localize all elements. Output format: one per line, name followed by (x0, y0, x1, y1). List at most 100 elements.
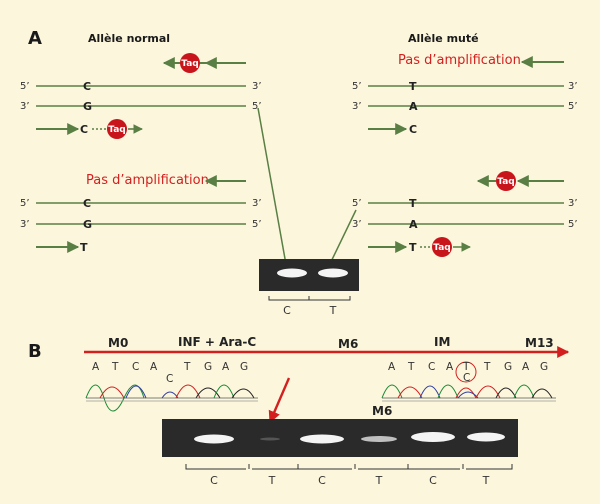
gel-b-lane-4: T (375, 474, 383, 487)
gel-panel-b: C T C T C T (162, 419, 518, 487)
svg-text:T: T (409, 80, 417, 93)
gel-b-lane-2: T (268, 474, 276, 487)
taq-polymerase-icon (496, 171, 516, 191)
svg-text:C: C (428, 361, 435, 373)
svg-text:C: C (83, 80, 91, 93)
svg-text:3’: 3’ (252, 81, 262, 92)
svg-text:5’: 5’ (252, 101, 262, 112)
timeline-m6: M6 (338, 337, 358, 351)
timeline-im: IM (434, 335, 450, 349)
svg-text:5’: 5’ (352, 198, 362, 209)
mutant-forward-primer-blocked: C (368, 123, 417, 136)
svg-text:T: T (80, 241, 88, 254)
svg-text:3’: 3’ (568, 198, 578, 209)
svg-text:Taq: Taq (108, 125, 126, 135)
panel-b-label: B (28, 341, 42, 362)
gel-b-band-4 (361, 436, 397, 442)
svg-text:Taq: Taq (433, 243, 451, 253)
mutant-duplex-2: 5’ 3’ T 3’ 5’ A (352, 197, 578, 231)
arrow-normal-to-gel (257, 107, 291, 271)
chromatogram-1: A T C A C T G A G (85, 361, 258, 412)
mutant-duplex-1: 5’ 3’ T 3’ 5’ A (352, 80, 578, 113)
gel-b-lane-5: C (429, 474, 437, 487)
chromatogram-2: A T C A T C T G A G (381, 361, 556, 402)
taq-polymerase-icon (107, 119, 127, 139)
normal-duplex-2: 5’ 3’ C 3’ 5’ G (20, 197, 262, 231)
gel-b-lane-1: C (210, 474, 218, 487)
panel-a-label: A (28, 28, 42, 49)
timeline-m13: M13 (525, 336, 554, 350)
svg-text:T: T (111, 361, 119, 373)
svg-text:3’: 3’ (20, 219, 30, 230)
gel-lane-label-c: C (283, 304, 291, 317)
taq-reverse-primer-mutant: Taq (476, 171, 564, 191)
timeline: M0 INF + Ara-C M6 IM M13 (84, 335, 570, 358)
timeline-m0: M0 (108, 336, 128, 350)
normal-no-amplification: Pas d’amplification (86, 173, 246, 188)
normal-duplex-1: 5’ 3’ C 3’ 5’ G (20, 80, 262, 113)
gel-band-c (277, 268, 307, 278)
svg-text:A: A (388, 361, 396, 373)
svg-text:3’: 3’ (568, 81, 578, 92)
svg-text:3’: 3’ (352, 101, 362, 112)
svg-text:G: G (540, 361, 548, 373)
svg-text:T: T (409, 197, 417, 210)
svg-text:C: C (80, 123, 88, 136)
gel-panel-a: C T (259, 259, 359, 317)
svg-text:A: A (409, 218, 418, 231)
svg-text:5’: 5’ (20, 198, 30, 209)
normal-allele-header: Allèle normal (88, 32, 170, 45)
svg-text:T: T (407, 361, 415, 373)
gel-b-band-3 (300, 434, 344, 444)
svg-text:T: T (409, 241, 417, 254)
mutant-forward-primer-extending: T Taq (368, 237, 471, 257)
svg-text:C: C (132, 361, 139, 373)
svg-text:G: G (240, 361, 248, 373)
svg-text:A: A (92, 361, 100, 373)
taq-polymerase-icon (180, 53, 200, 73)
svg-text:3’: 3’ (352, 219, 362, 230)
svg-text:C: C (463, 372, 470, 384)
normal-forward-primer-t-blocked: T (36, 241, 88, 254)
svg-text:A: A (446, 361, 454, 373)
taq-reverse-primer-normal: Taq (162, 53, 246, 73)
svg-text:T: T (483, 361, 491, 373)
red-arrow-to-gel (268, 377, 291, 424)
svg-text:A: A (150, 361, 158, 373)
svg-text:Pas d’amplification: Pas d’amplification (398, 53, 521, 68)
svg-text:A: A (409, 100, 418, 113)
svg-text:5’: 5’ (568, 101, 578, 112)
taq-polymerase-icon (432, 237, 452, 257)
svg-text:A: A (522, 361, 530, 373)
svg-text:C: C (83, 197, 91, 210)
svg-text:G: G (83, 218, 92, 231)
svg-text:5’: 5’ (20, 81, 30, 92)
gel-m6-label: M6 (372, 404, 392, 418)
svg-text:G: G (204, 361, 212, 373)
svg-text:Taq: Taq (181, 59, 199, 69)
gel-b-lane-6: T (482, 474, 490, 487)
svg-text:C: C (166, 373, 173, 385)
gel-lane-label-t: T (329, 304, 337, 317)
svg-text:A: A (222, 361, 230, 373)
svg-text:Taq: Taq (497, 177, 515, 187)
gel-b-band-1 (194, 434, 234, 444)
gel-b-band-5 (411, 432, 455, 442)
mutation-highlight-circle (455, 361, 477, 383)
mutant-allele-header: Allèle muté (408, 32, 479, 45)
gel-b-band-2 (260, 437, 280, 441)
svg-text:5’: 5’ (352, 81, 362, 92)
svg-text:Pas d’amplification: Pas d’amplification (86, 173, 209, 188)
svg-text:3’: 3’ (20, 101, 30, 112)
normal-forward-primer-extending: C Taq (36, 119, 143, 139)
timeline-inf-arac: INF + Ara-C (178, 335, 256, 349)
gel-b-lane-3: C (318, 474, 326, 487)
gel-b-band-6 (467, 432, 505, 442)
svg-text:C: C (409, 123, 417, 136)
svg-text:5’: 5’ (252, 219, 262, 230)
svg-text:T: T (462, 361, 470, 373)
svg-text:5’: 5’ (568, 219, 578, 230)
mutant-no-amplification-1: Pas d’amplification (398, 53, 564, 68)
svg-text:T: T (183, 361, 191, 373)
